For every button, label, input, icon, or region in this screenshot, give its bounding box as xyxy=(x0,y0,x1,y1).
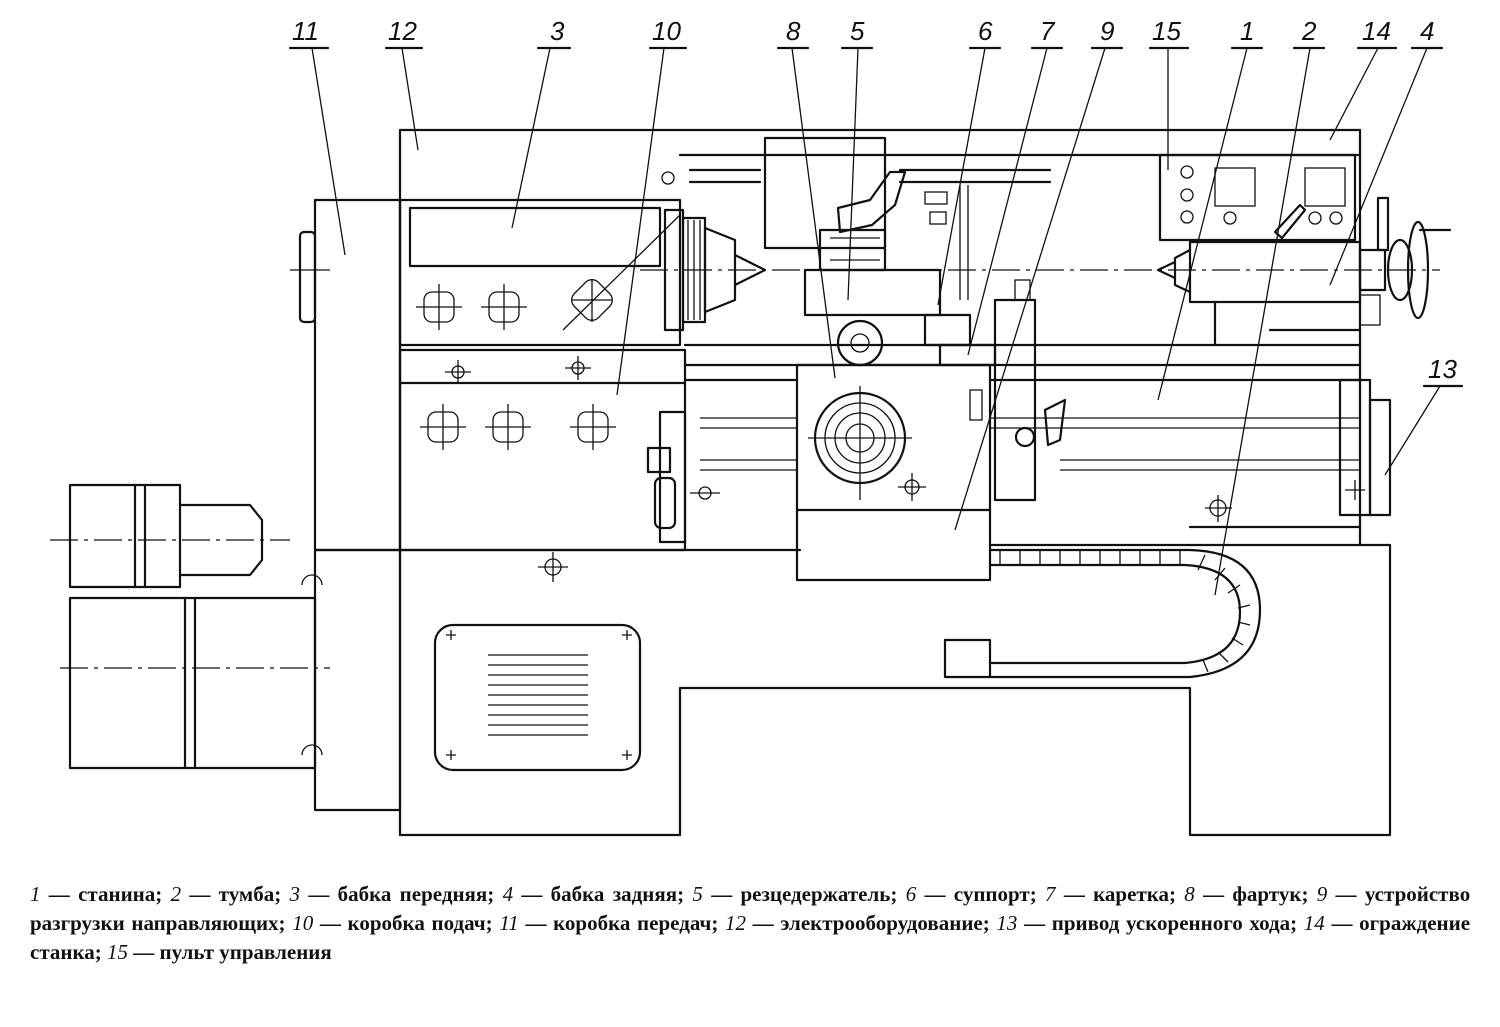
callout-9: 9 xyxy=(1100,16,1114,46)
feed-box xyxy=(398,348,720,552)
legend-item: 2 — тумба; xyxy=(170,882,282,906)
unloading-device xyxy=(993,279,1067,502)
callout-14: 14 xyxy=(1362,16,1391,46)
callouts: 11 12 3 10 8 5 6 7 9 15 1 2 xyxy=(288,16,1464,596)
legend-caption: 1 — станина; 2 — тумба; 3 — бабка передн… xyxy=(30,880,1470,967)
tailstock xyxy=(1156,196,1452,347)
callout-6: 6 xyxy=(978,16,993,46)
apron xyxy=(795,319,992,582)
callout-11: 11 xyxy=(292,16,319,46)
legend-item: 7 — каретка; xyxy=(1045,882,1176,906)
legend-item: 8 — фартук; xyxy=(1184,882,1309,906)
legend-item: 15 — пульт управления xyxy=(107,940,332,964)
callout-8: 8 xyxy=(786,16,801,46)
legend-item: 1 — станина; xyxy=(30,882,163,906)
callout-2: 2 xyxy=(1301,16,1317,46)
legend-item: 10 — коробка подач; xyxy=(292,911,493,935)
legend-item: 12 — электрооборудование; xyxy=(725,911,990,935)
legend-item: 5 — резцедержатель; xyxy=(692,882,898,906)
callout-15: 15 xyxy=(1152,16,1181,46)
callout-4: 4 xyxy=(1420,16,1434,46)
legend-item: 14 — ограждение станка; xyxy=(30,911,1471,964)
rapid-traverse-drive xyxy=(1338,378,1392,517)
callout-7: 7 xyxy=(1040,16,1056,46)
callout-12: 12 xyxy=(388,16,417,46)
callout-13: 13 xyxy=(1428,354,1457,384)
legend-item: 9 — устройство разгрузки направляющих; xyxy=(30,882,1471,935)
legend-item: 4 — бабка задняя; xyxy=(502,882,685,906)
legend-item: 13 — привод ускоренного хода; xyxy=(996,911,1298,935)
base-panel xyxy=(433,552,642,772)
guard-and-cabinet xyxy=(678,153,1362,184)
callout-3: 3 xyxy=(550,16,565,46)
callout-1: 1 xyxy=(1240,16,1254,46)
lathe-drawing: 11 12 3 10 8 5 6 7 9 15 1 2 xyxy=(50,16,1464,837)
bed-ways xyxy=(683,343,1362,529)
callout-5: 5 xyxy=(850,16,865,46)
callout-10: 10 xyxy=(652,16,681,46)
legend-item: 3 — бабка передняя; xyxy=(289,882,495,906)
toolpost-assembly xyxy=(763,136,997,367)
motor xyxy=(50,483,330,770)
legend-item: 11 — коробка передач; xyxy=(499,911,719,935)
control-panel xyxy=(1158,153,1357,242)
cable-chain xyxy=(943,548,1262,679)
legend-item: 6 — суппорт; xyxy=(905,882,1037,906)
